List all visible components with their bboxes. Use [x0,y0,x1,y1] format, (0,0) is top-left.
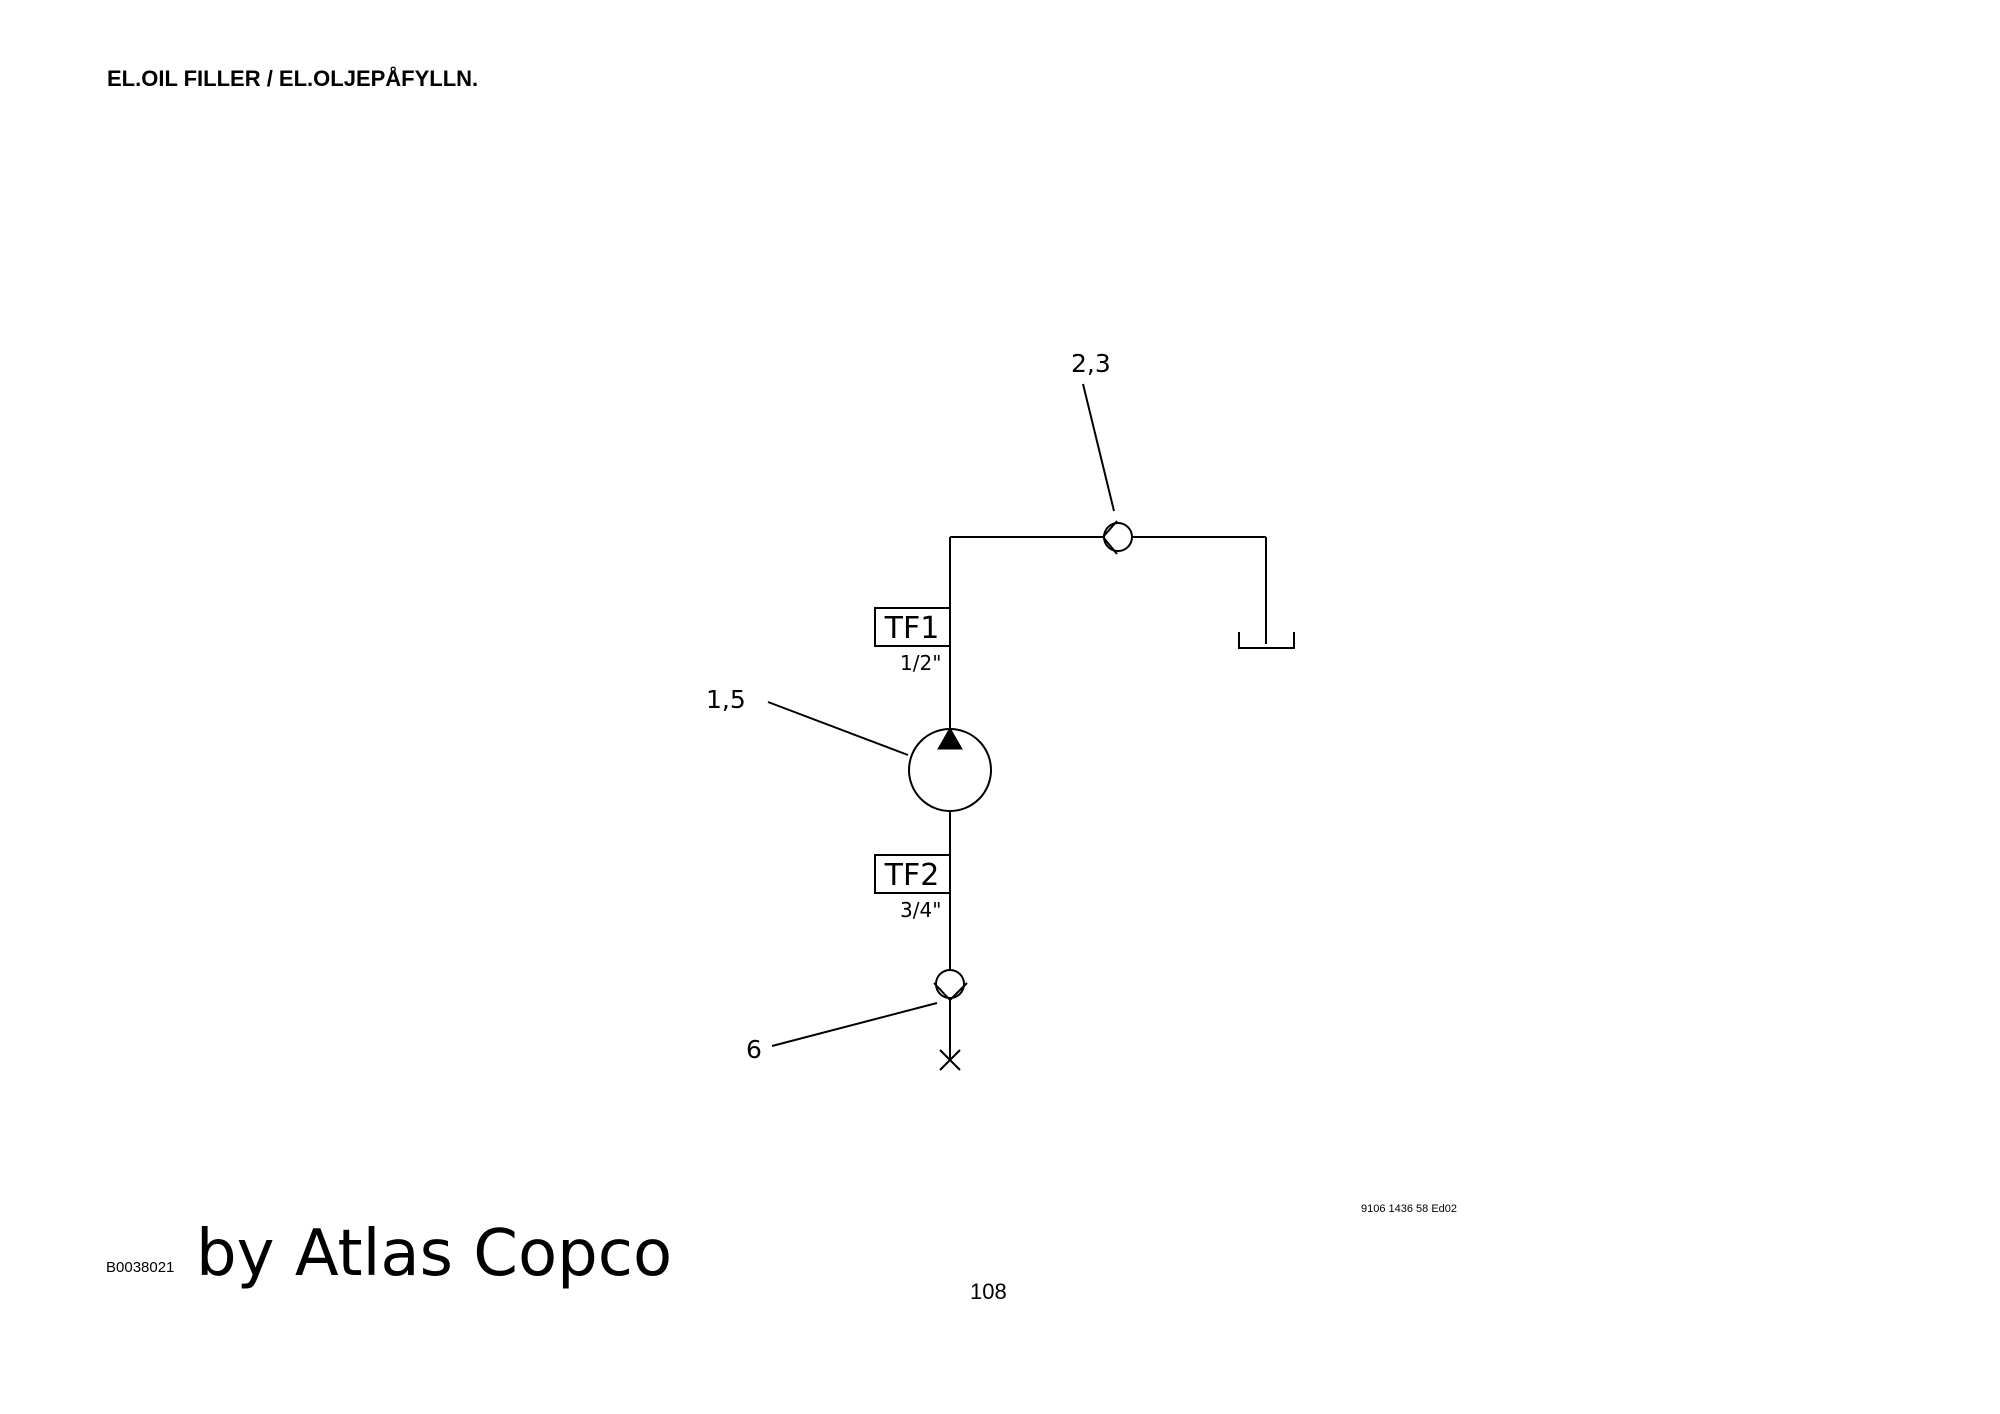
callout-2-3: 2,3 [1071,349,1111,378]
leader-line-1-5 [767,701,909,756]
check-valve-bottom-seat-a [933,982,951,1001]
page-number: 108 [970,1279,1007,1304]
port-tf2-label: TF2 [884,858,940,893]
leader-line-2-3 [1082,383,1115,512]
document-number: 9106 1436 58 Ed02 [1361,1203,1458,1215]
check-valve-bottom-seat-b [949,982,968,1001]
port-tf1-box [874,607,951,647]
pump-direction-triangle [937,726,963,750]
port-tf1-label: TF1 [884,611,940,646]
check-valve-top-ball [1103,522,1133,552]
check-valve-bottom-ball [935,969,965,999]
port-tf1-size: 1/2" [900,651,941,675]
callout-6: 6 [746,1035,762,1064]
callout-1-5: 1,5 [706,685,746,714]
tank-symbol [1238,632,1295,649]
plug-cross-b [939,1049,961,1071]
port-tf2-box [874,854,951,894]
image-code: B0038021 [106,1259,175,1276]
port-tf2-size: 3/4" [900,898,941,922]
leader-line-6 [771,1002,938,1047]
check-valve-top-seat-a [1102,520,1118,538]
check-valve-top-seat-b [1102,536,1118,555]
brand-text: by Atlas Copco [196,1217,673,1291]
page-title: EL.OIL FILLER / EL.OLJEPÅFYLLN. [107,66,479,91]
